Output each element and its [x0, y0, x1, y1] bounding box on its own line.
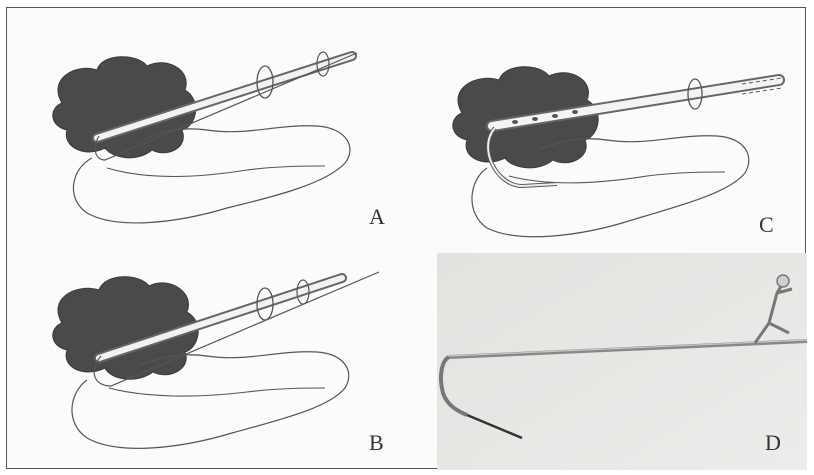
panel-a [7, 8, 407, 248]
side-hole [532, 117, 538, 121]
photo-background [437, 253, 807, 470]
inner-duct [109, 388, 325, 396]
panel-label-c: C [759, 214, 774, 236]
side-hole [572, 110, 578, 114]
side-hole [552, 114, 558, 118]
panel-d-photo [437, 253, 807, 470]
panel-b [7, 248, 407, 470]
panel-label-a: A [369, 206, 385, 228]
panel-d [437, 253, 807, 470]
figure-frame: A B C D [6, 7, 806, 469]
panel-b-drawing [7, 248, 407, 470]
panel-c-drawing [407, 8, 807, 248]
organ-blob [53, 57, 196, 158]
panel-label-b: B [369, 432, 384, 454]
photo-hub-cap [777, 275, 789, 287]
inner-duct [509, 172, 725, 183]
side-hole [512, 120, 518, 124]
panel-label-d: D [765, 432, 781, 454]
inner-duct [107, 166, 325, 177]
panel-c [407, 8, 807, 248]
panel-a-drawing [7, 8, 407, 248]
